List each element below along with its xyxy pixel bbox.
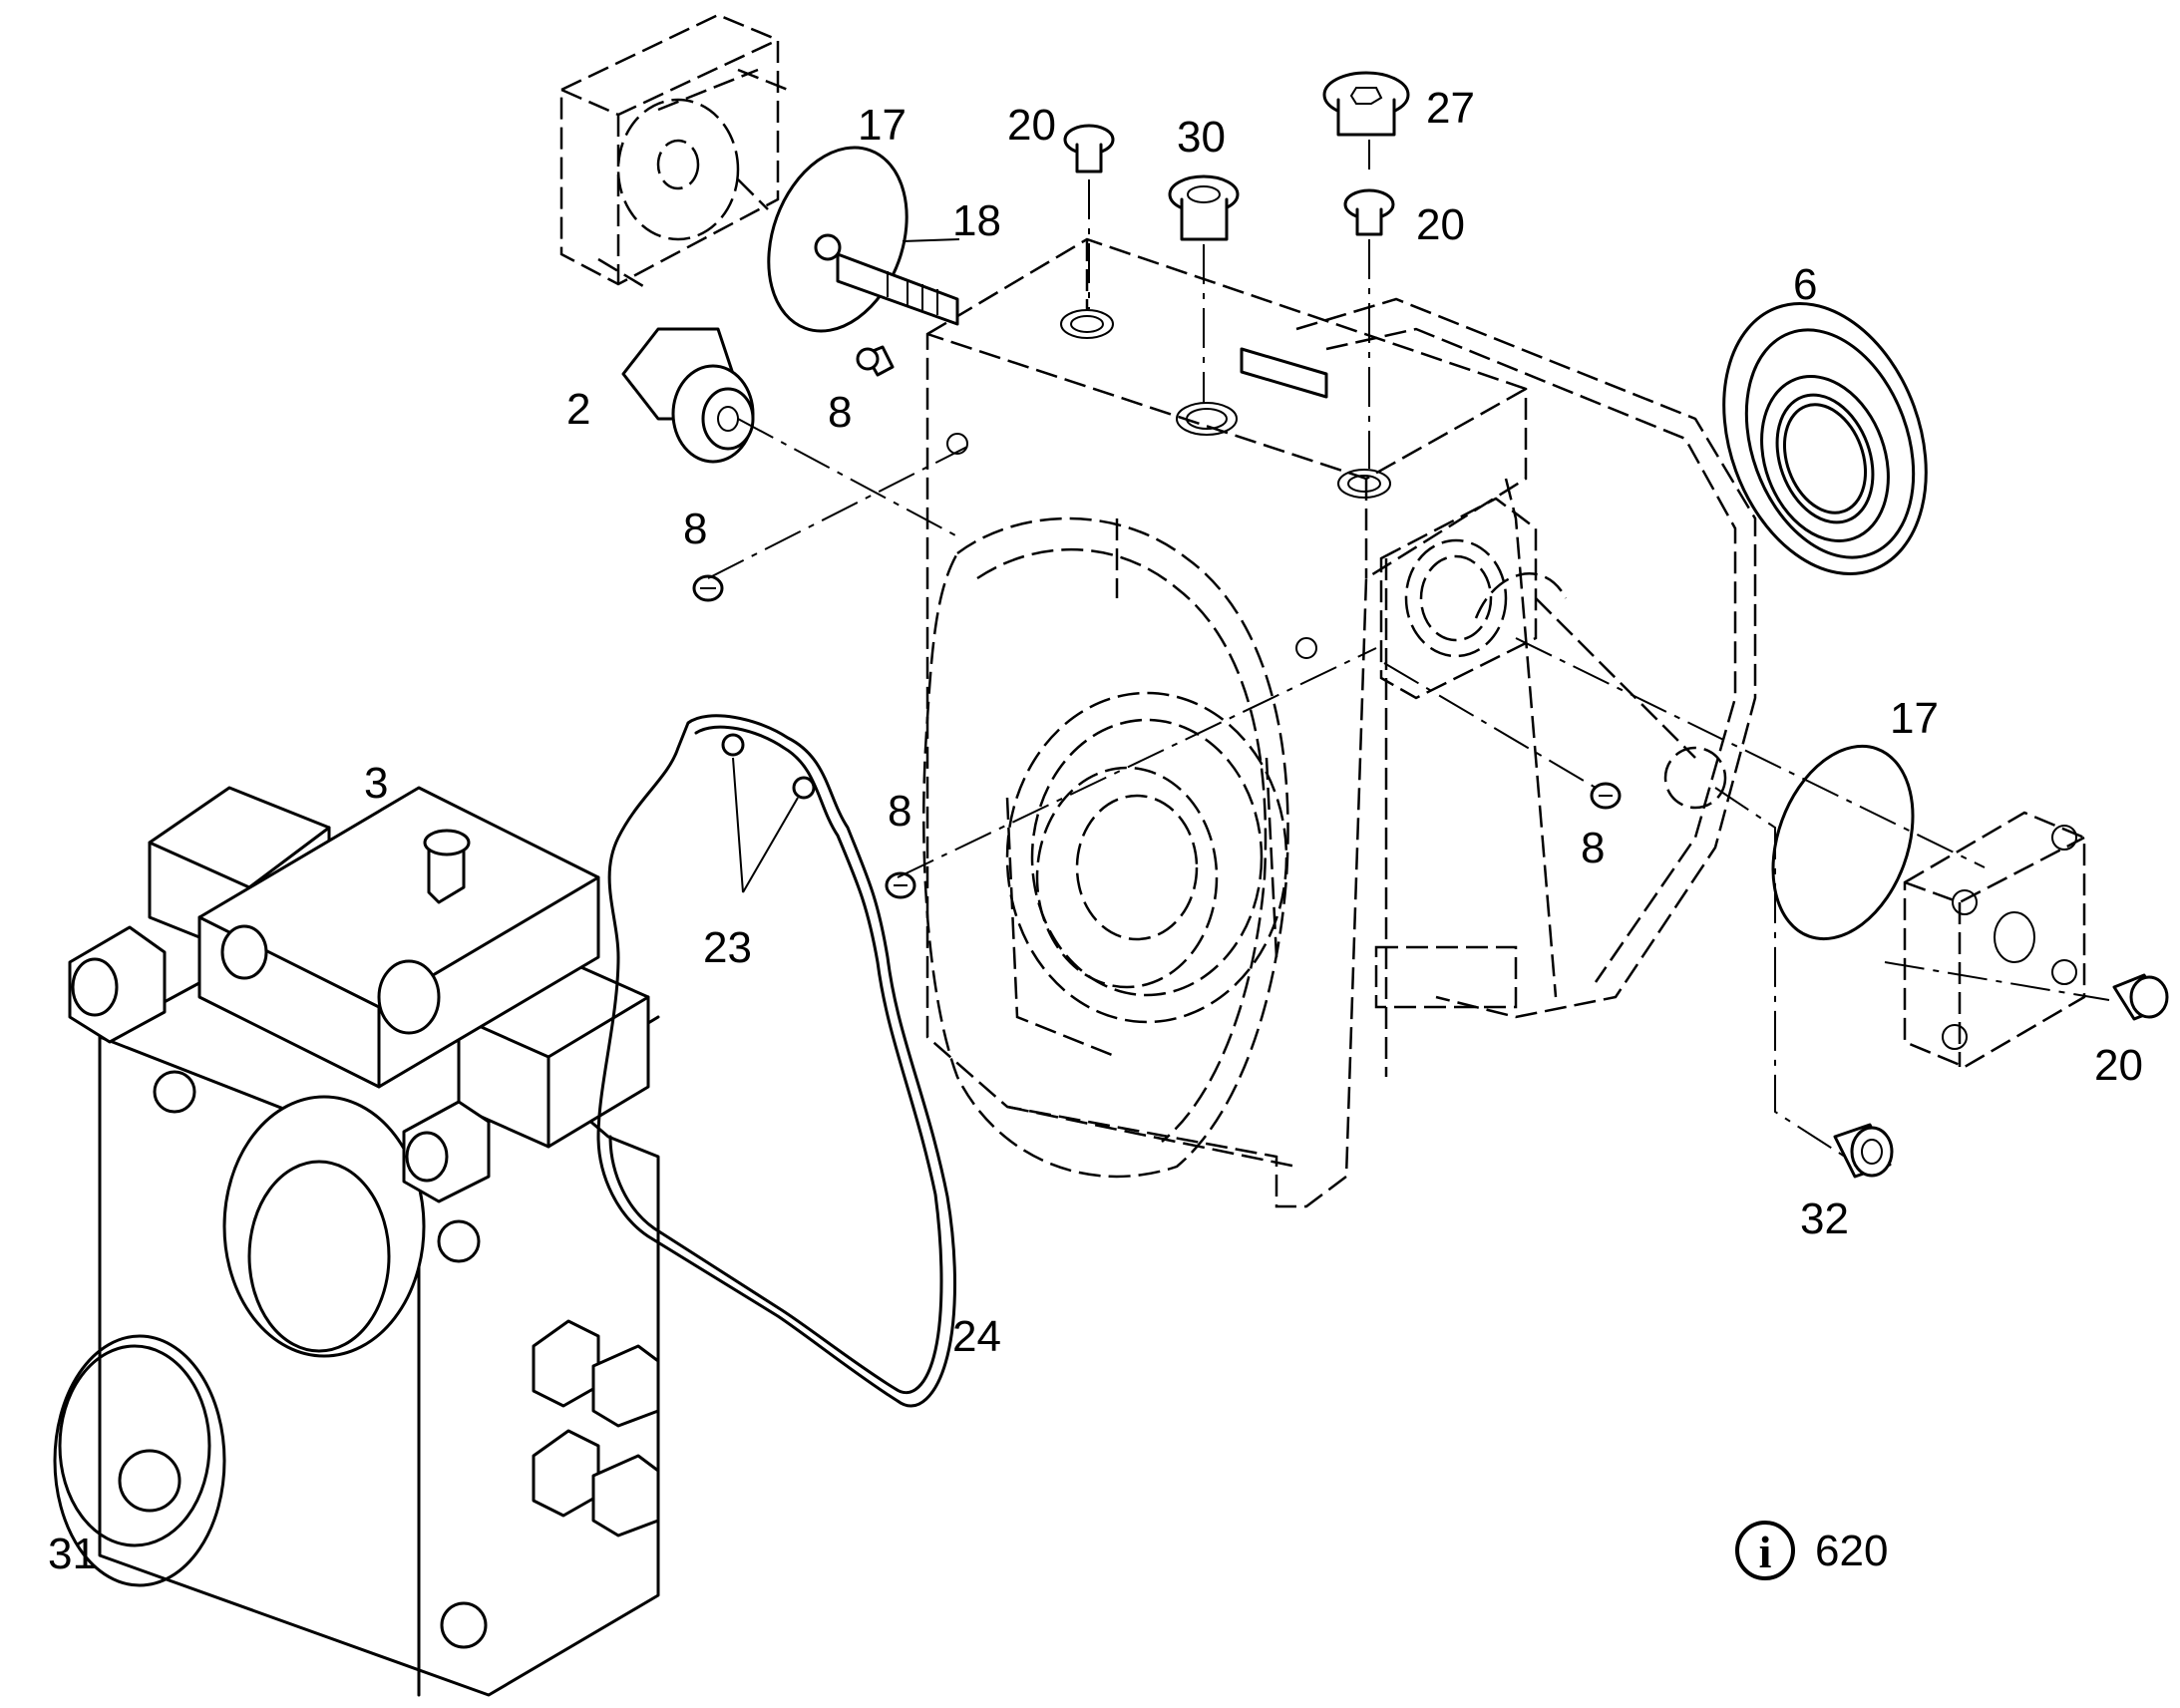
leader-lines — [707, 140, 2110, 1158]
callout-17-top: 17 — [858, 101, 907, 150]
gasket-hole-23a — [721, 733, 745, 757]
gasket-24 — [596, 714, 956, 1408]
callout-20-right: 20 — [2094, 1041, 2143, 1090]
o-ring-17 — [767, 146, 908, 333]
side-cover-opening — [1663, 746, 1727, 810]
info-badge: i 620 — [1735, 1521, 1888, 1580]
callout-23: 23 — [703, 923, 752, 972]
end-cover-plate — [1903, 811, 2086, 1069]
callout-27: 27 — [1426, 84, 1475, 133]
info-number: 620 — [1815, 1527, 1888, 1575]
screw-8-upper — [856, 345, 895, 377]
housing-top-ports — [946, 309, 1391, 659]
rotating-group — [1005, 691, 1288, 1059]
callout-8-mid: 8 — [888, 787, 911, 836]
callout-24: 24 — [952, 1312, 1001, 1361]
callout-8-right: 8 — [1581, 824, 1605, 872]
pump-housing — [922, 237, 1757, 1208]
callout-20-top-left: 20 — [1007, 101, 1056, 150]
callout-17-right: 17 — [1890, 694, 1939, 743]
screw-8-left — [692, 574, 724, 602]
plug-27 — [1322, 71, 1410, 137]
callout-8-upper: 8 — [828, 388, 852, 437]
control-valve-block-3 — [58, 786, 660, 1697]
plug-20-right — [2112, 973, 2169, 1021]
callout-30: 30 — [1177, 113, 1226, 162]
washer-18 — [814, 233, 842, 261]
callout-3: 3 — [364, 759, 388, 808]
top-cover-plate — [559, 13, 789, 291]
o-ring-17-right — [1771, 744, 1915, 941]
info-icon — [1735, 1521, 1795, 1580]
callout-8-left: 8 — [683, 505, 707, 553]
screw-8-mid — [885, 871, 916, 899]
shaft-with-oring — [767, 146, 959, 333]
screw-8-right — [1590, 782, 1622, 810]
shaft-seal-6 — [1722, 301, 1928, 576]
callout-20-top-right: 20 — [1416, 200, 1465, 249]
plug-32 — [1833, 1123, 1894, 1179]
plug-20-top-left — [1063, 124, 1115, 173]
port-flange — [1379, 497, 1538, 700]
callout-2: 2 — [566, 385, 590, 434]
nameplate — [1240, 347, 1328, 399]
o-ring-31 — [53, 1334, 226, 1587]
plug-30 — [1168, 174, 1240, 241]
gasket-hole-23b — [792, 776, 816, 800]
callout-31: 31 — [48, 1530, 97, 1578]
callout-18: 18 — [952, 196, 1001, 245]
callout-labels: 17 20 30 27 20 18 6 2 8 8 3 8 23 8 17 20… — [48, 84, 2143, 1578]
callout-6: 6 — [1793, 260, 1817, 309]
plug-2 — [621, 327, 755, 464]
callout-32: 32 — [1800, 1195, 1849, 1243]
plug-20-top-right — [1343, 188, 1395, 236]
info-icon-glyph: i — [1759, 1527, 1772, 1577]
